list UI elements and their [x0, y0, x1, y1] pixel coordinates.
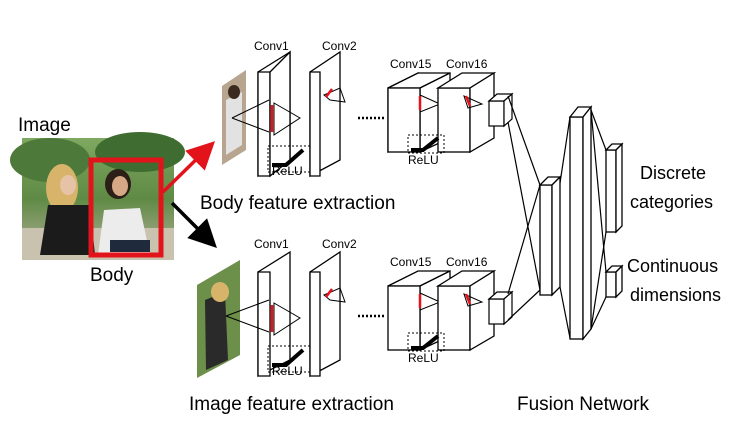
- image-branch: [197, 250, 514, 378]
- image-feature-extraction-label: Image feature extraction: [189, 394, 394, 415]
- conv-label: Conv16: [446, 57, 488, 71]
- arrow-to-image-branch: [170, 201, 217, 248]
- conv-label: Conv15: [390, 255, 432, 269]
- body-highlight-box: [88, 157, 164, 258]
- fusion-network: [507, 95, 624, 341]
- body-label: Body: [90, 265, 134, 286]
- image-crop-photo: [197, 260, 240, 378]
- relu-label: ReLU: [272, 164, 303, 178]
- image-label: Image: [18, 115, 71, 136]
- discrete-categories-line2: categories: [630, 192, 714, 212]
- relu-label: ReLU: [272, 364, 303, 378]
- conv-label: Conv2: [322, 39, 357, 53]
- relu-label: ReLU: [408, 351, 439, 365]
- fusion-network-label: Fusion Network: [517, 394, 649, 415]
- discrete-categories-line1: Discrete: [640, 163, 707, 183]
- conv-label: Conv15: [390, 57, 432, 71]
- body-feature-extraction-label: Body feature extraction: [200, 193, 396, 214]
- body-branch: [222, 50, 514, 178]
- conv-label: Conv16: [446, 255, 488, 269]
- conv-label: Conv2: [322, 237, 357, 251]
- continuous-dimensions-line2: dimensions: [630, 285, 722, 305]
- conv-label: Conv1: [254, 39, 289, 53]
- conv-label: Conv1: [254, 237, 289, 251]
- relu-label: ReLU: [408, 153, 439, 167]
- continuous-dimensions-line1: Continuous: [627, 256, 719, 276]
- arrow-to-body-branch: [161, 141, 216, 194]
